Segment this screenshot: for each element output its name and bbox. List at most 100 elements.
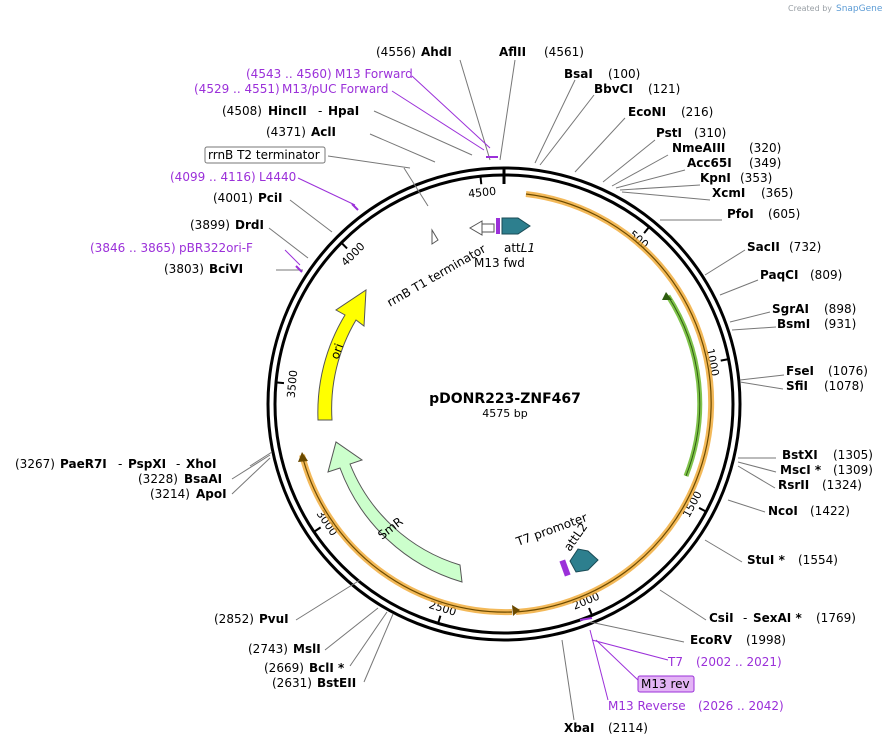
site-nmeaiii[interactable]: NmeAIII [672,141,725,155]
site-msli[interactable]: MslI [293,642,321,656]
site-bsteii[interactable]: BstEII [317,676,356,690]
site-pos-paer7i: (3267) [15,457,55,471]
site-paer7i[interactable]: PaeR7I [60,457,107,471]
site-pos-ahdi: (4556) [376,45,416,59]
site-pos-bsaai: (3228) [138,472,178,486]
site-pvui[interactable]: PvuI [259,612,289,626]
site-csii[interactable]: CsiI [709,611,734,625]
site-ecorv[interactable]: EcoRV [690,633,733,647]
site-pos-bsteii: (2631) [272,676,312,690]
site-bsaai[interactable]: BsaAI [184,472,222,486]
site-fsei[interactable]: FseI [786,364,814,378]
site-pos-sexai: (1769) [816,611,856,625]
site-labels: (4556) AhdI AflII (4561) BsaI (100) BbvC… [15,45,873,735]
primer-pbr322ori-f[interactable]: pBR322ori-F [179,241,253,255]
site-pos-nmeaiii: (320) [749,141,781,155]
primer-range-m13-puc-forward: (4529 .. 4551) [194,82,280,96]
site-pos-kpni: (353) [740,171,772,185]
attl2-feature[interactable] [569,548,599,573]
site-pspxi[interactable]: PspXI [128,457,166,471]
site-pos-acc65i: (349) [749,156,781,170]
primer-l4440[interactable]: L4440 [259,170,296,184]
primer-t7[interactable]: T7 [667,655,683,669]
primer-range-m13-reverse: (2026 .. 2042) [698,699,784,713]
site-acc65i[interactable]: Acc65I [687,156,732,170]
attl2-primer-mark [559,559,571,577]
primer-marks [295,156,593,621]
site-bcivi[interactable]: BciVI [209,262,243,276]
site-pfoi[interactable]: PfoI [727,207,754,221]
rrnb-t2-box[interactable] [204,146,326,164]
site-pos-stui: (1554) [798,553,838,567]
site-rsrii[interactable]: RsrII [778,478,809,492]
attl1-primer-mark [496,218,500,234]
site-drdi[interactable]: DrdI [235,218,264,232]
site-pos-bsai: (100) [608,67,640,81]
green-orf-arrowhead [662,292,672,300]
site-pos-bstxi: (1305) [833,448,873,462]
site-paqci[interactable]: PaqCI [760,268,798,282]
m13-rev-label: M13 rev [641,677,690,691]
site-xbai[interactable]: XbaI [564,721,594,735]
site-sep-csii: - [743,611,747,625]
site-xcmi[interactable]: XcmI [712,186,745,200]
site-pos-acli: (4371) [266,125,306,139]
smr-feature[interactable] [327,441,463,583]
site-sgrai[interactable]: SgrAI [772,302,809,316]
tick-mark [698,506,707,513]
site-hincii[interactable]: HincII [268,104,307,118]
tick-mark [643,226,650,234]
site-sexai[interactable]: SexAI * [753,611,802,625]
site-bsai[interactable]: BsaI [564,67,593,81]
site-sep-hincii: - [318,104,322,118]
site-pos-xcmi: (365) [761,186,793,200]
site-acli[interactable]: AclI [311,125,336,139]
site-pos-ncoi: (1422) [810,504,850,518]
site-sfii[interactable]: SfiI [786,379,808,393]
site-hpai[interactable]: HpaI [328,104,359,118]
site-pos-drdi: (3899) [190,218,230,232]
site-pos-msci: (1309) [833,463,873,477]
site-apoi[interactable]: ApoI [196,487,227,501]
site-pos-psti: (310) [694,126,726,140]
rrnb-t1-arrow[interactable] [469,220,483,236]
site-bcli[interactable]: BclI * [309,661,345,675]
site-pos-bcivi: (3803) [164,262,204,276]
site-pos-hincii: (4508) [222,104,262,118]
site-bsmi[interactable]: BsmI [777,317,810,331]
m13-fwd-label: M13 fwd [474,256,525,270]
site-msci[interactable]: MscI * [780,463,822,477]
site-bstxi[interactable]: BstXI [782,448,818,462]
leader-lines [231,59,785,721]
tick-mark [437,615,442,624]
site-psti[interactable]: PstI [656,126,682,140]
primer-lines [284,75,669,701]
site-bbvci[interactable]: BbvCI [594,82,633,96]
site-pos-pfoi: (605) [768,207,800,221]
site-pos-sacii: (732) [789,240,821,254]
left-orf-arrowhead [298,452,308,462]
site-kpni[interactable]: KpnI [700,171,731,185]
attl1-feature[interactable] [501,217,531,235]
primer-m13-reverse[interactable]: M13 Reverse [608,699,686,713]
site-pcii[interactable]: PciI [258,191,283,205]
tick-mark [313,526,322,533]
site-ahdi[interactable]: AhdI [421,45,452,59]
site-pos-fsei: (1076) [828,364,868,378]
site-aflii[interactable]: AflII [499,45,526,59]
primer-range-t7: (2002 .. 2021) [696,655,782,669]
site-pos-rsrii: (1324) [822,478,862,492]
primer-m13-forward[interactable]: M13 Forward [335,67,413,81]
site-stui[interactable]: StuI * [747,553,786,567]
primer-m13-puc-forward[interactable]: M13/pUC Forward [282,82,389,96]
rrnb-t2-label: rrnB T2 terminator [208,148,320,162]
m13-rev-box[interactable] [637,675,695,693]
site-ncoi[interactable]: NcoI [768,504,798,518]
site-pos-econi: (216) [681,105,713,119]
site-sacii[interactable]: SacII [747,240,780,254]
site-econi[interactable]: EcoNI [628,105,666,119]
primer-labels: (4543 .. 4560) M13 Forward (4529 .. 4551… [90,67,784,713]
primer-range-pbr322ori-f: (3846 .. 3865) [90,241,176,255]
site-xhoi[interactable]: XhoI [186,457,217,471]
ori-feature[interactable] [317,289,367,421]
